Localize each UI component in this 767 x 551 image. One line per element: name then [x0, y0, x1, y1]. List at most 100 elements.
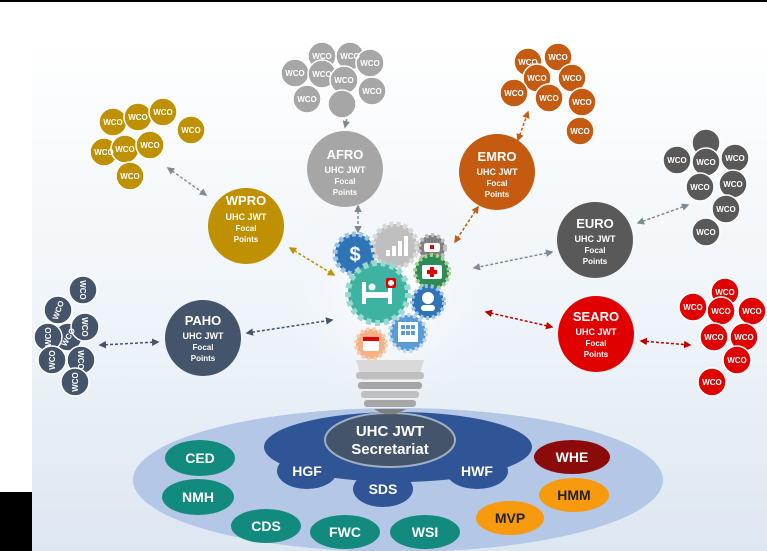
unit-whe-label: WHE	[556, 449, 589, 465]
unit-hmm-label: HMM	[557, 487, 590, 503]
emro-wco-label: WCO	[518, 58, 538, 67]
secretariat-center	[324, 412, 456, 468]
afro-wco-cluster: WCO WCO WCO WCO WCO WCO WCO WCO	[280, 41, 387, 119]
paho-wco-label: WCO	[71, 372, 80, 392]
unit-cds-label: CDS	[251, 518, 281, 534]
wpro-wco-label: WCO	[128, 113, 148, 122]
arrow-wpro-center	[288, 247, 336, 276]
afro-l3: Points	[333, 188, 358, 197]
bar-chart-icon	[386, 236, 408, 256]
unit-nmh-label: NMH	[182, 489, 214, 505]
afro-wco-label: WCO	[340, 52, 360, 61]
unit-hwf-label: HWF	[461, 463, 493, 479]
paho-name: PAHO	[185, 313, 222, 328]
secretariat-line2: Secretariat	[351, 441, 429, 458]
unit-ced-label: CED	[185, 450, 215, 466]
wpro-wco-label: WCO	[181, 126, 201, 135]
arrow-searo-center	[484, 309, 554, 330]
unit-fwc: FWC	[310, 515, 380, 549]
wpro-l1: UHC JWT	[226, 212, 267, 222]
euro-l1: UHC JWT	[575, 234, 616, 244]
emro-wco-label: WCO	[527, 74, 547, 83]
afro-wco-label: WCO	[362, 87, 382, 96]
corner-block	[0, 492, 32, 551]
arrow-euro-wco	[636, 203, 690, 225]
wpro-wco-cluster: WCO WCO WCO WCO WCO WCO WCO WCO	[89, 97, 206, 191]
paho-wco-label: WCO	[76, 350, 85, 370]
unit-nmh: NMH	[162, 479, 234, 515]
afro-node: AFRO UHC JWT Focal Points	[307, 131, 383, 207]
euro-wco-label: WCO	[690, 183, 710, 192]
medical-bag-icon	[422, 265, 442, 279]
searo-wco-label: WCO	[734, 333, 754, 342]
dollar-icon: $	[349, 244, 360, 266]
paho-wco-label: WCO	[48, 350, 57, 370]
wpro-name: WPRO	[226, 193, 266, 208]
arrow-wpro-wco	[166, 167, 208, 196]
nurse-icon	[421, 292, 435, 311]
wpro-wco-label: WCO	[94, 148, 114, 157]
paho-l2: Focal	[193, 343, 214, 352]
searo-wco-label: WCO	[715, 288, 735, 297]
unit-sds: SDS	[353, 471, 413, 507]
searo-node: SEARO UHC JWT Focal Points	[558, 296, 634, 372]
arrow-searo-wco	[639, 337, 692, 349]
unit-fwc-label: FWC	[329, 524, 361, 540]
arrow-emro-center	[454, 205, 479, 244]
emro-wco-label: WCO	[570, 127, 590, 136]
afro-l1: UHC JWT	[325, 165, 366, 175]
wpro-wco-label: WCO	[120, 172, 140, 181]
unit-cds: CDS	[231, 509, 301, 543]
lightbulb	[356, 360, 424, 415]
paho-node: PAHO UHC JWT Focal Points	[165, 300, 241, 376]
searo-wco-label: WCO	[711, 307, 731, 316]
searo-wco-cluster: WCO WCO WCO WCO WCO WCO WCO WCO	[678, 277, 767, 397]
emro-node: EMRO UHC JWT Focal Points	[459, 134, 535, 210]
arrow-paho-center	[245, 317, 334, 336]
searo-wco-label: WCO	[702, 378, 722, 387]
emro-wco-label: WCO	[504, 89, 524, 98]
unit-hgf-label: HGF	[292, 463, 322, 479]
searo-name: SEARO	[573, 309, 619, 324]
wpro-wco-label: WCO	[103, 118, 123, 127]
emro-name: EMRO	[478, 149, 517, 164]
ambulance-icon	[424, 243, 440, 252]
emro-wco-cluster: WCO WCO WCO WCO WCO WCO WCO WCO	[499, 42, 597, 146]
unit-mvp: MVP	[476, 501, 544, 535]
euro-node: EURO UHC JWT Focal Points	[557, 202, 633, 278]
searo-l1: UHC JWT	[576, 327, 617, 337]
secretariat-line1: UHC JWT	[356, 423, 424, 440]
euro-l3: Points	[583, 257, 608, 266]
searo-wco-label: WCO	[742, 307, 762, 316]
emro-wco-label: WCO	[572, 98, 592, 107]
euro-wco-label: WCO	[723, 180, 743, 189]
wpro-wco-label: WCO	[153, 108, 173, 117]
euro-wco-label: WCO	[696, 228, 716, 237]
paho-l3: Points	[191, 354, 216, 363]
afro-wco-label: WCO	[285, 69, 305, 78]
euro-wco-label: WCO	[696, 158, 716, 167]
searo-wco-label: WCO	[704, 333, 724, 342]
euro-wco-cluster: WCO WCO WCO WCO WCO WCO WCO	[662, 128, 750, 247]
wpro-wco-label: WCO	[140, 141, 160, 150]
afro-name: AFRO	[327, 147, 364, 162]
wpro-wco-label: WCO	[115, 145, 135, 154]
euro-wco-label: WCO	[725, 154, 745, 163]
connectors	[98, 103, 692, 349]
euro-wco-label: WCO	[716, 205, 736, 214]
afro-l2: Focal	[335, 177, 356, 186]
searo-wco-label: WCO	[683, 303, 703, 312]
gears-cluster: $	[332, 221, 451, 361]
afro-wco-label: WCO	[360, 59, 380, 68]
afro-wco-label: WCO	[312, 70, 332, 79]
emro-wco-label: WCO	[562, 74, 582, 83]
paho-wco-label: WCO	[80, 317, 89, 337]
euro-wco-label: WCO	[667, 156, 687, 165]
unit-wsi: WSI	[390, 515, 460, 549]
calendar-icon	[363, 337, 379, 351]
emro-l1: UHC JWT	[477, 167, 518, 177]
emro-l3: Points	[485, 190, 510, 199]
unit-mvp-label: MVP	[495, 510, 525, 526]
